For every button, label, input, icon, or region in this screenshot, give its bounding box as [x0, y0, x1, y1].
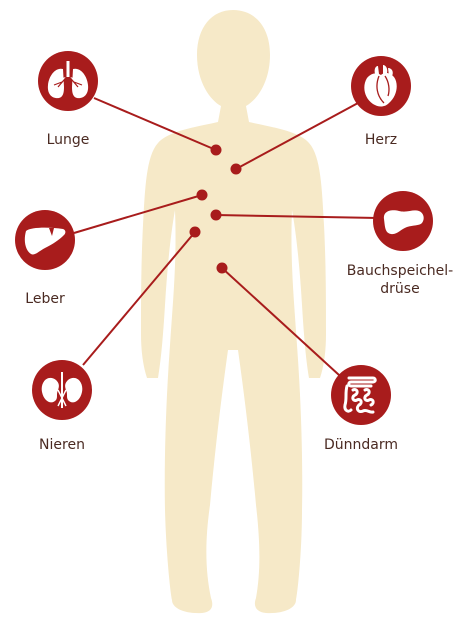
heart-icon: [351, 56, 411, 116]
dot-herz: [231, 164, 242, 175]
dot-lunge: [211, 145, 222, 156]
kidneys-icon: [32, 360, 92, 420]
human-silhouette: [141, 10, 326, 613]
label-bauchspeicheldruese-line1: Bauchspeichel-: [347, 262, 453, 280]
label-leber: Leber: [25, 290, 64, 308]
label-lunge: Lunge: [47, 131, 90, 149]
liver-icon: [15, 210, 75, 270]
label-herz: Herz: [365, 131, 397, 149]
intestine-icon: [331, 365, 391, 425]
label-bauchspeicheldruese: Bauchspeichel- drüse: [347, 262, 453, 298]
dot-nieren: [190, 227, 201, 238]
connector-lunge: [94, 98, 216, 150]
label-bauchspeicheldruese-line2: drüse: [347, 280, 453, 298]
label-duenndarm: Dünndarm: [324, 436, 398, 454]
label-nieren: Nieren: [39, 436, 85, 454]
dot-leber: [197, 190, 208, 201]
dot-duenndarm: [217, 263, 228, 274]
lungs-icon: [38, 51, 98, 111]
pancreas-icon: [373, 191, 433, 251]
dot-bauchspeicheldruese: [211, 210, 222, 221]
